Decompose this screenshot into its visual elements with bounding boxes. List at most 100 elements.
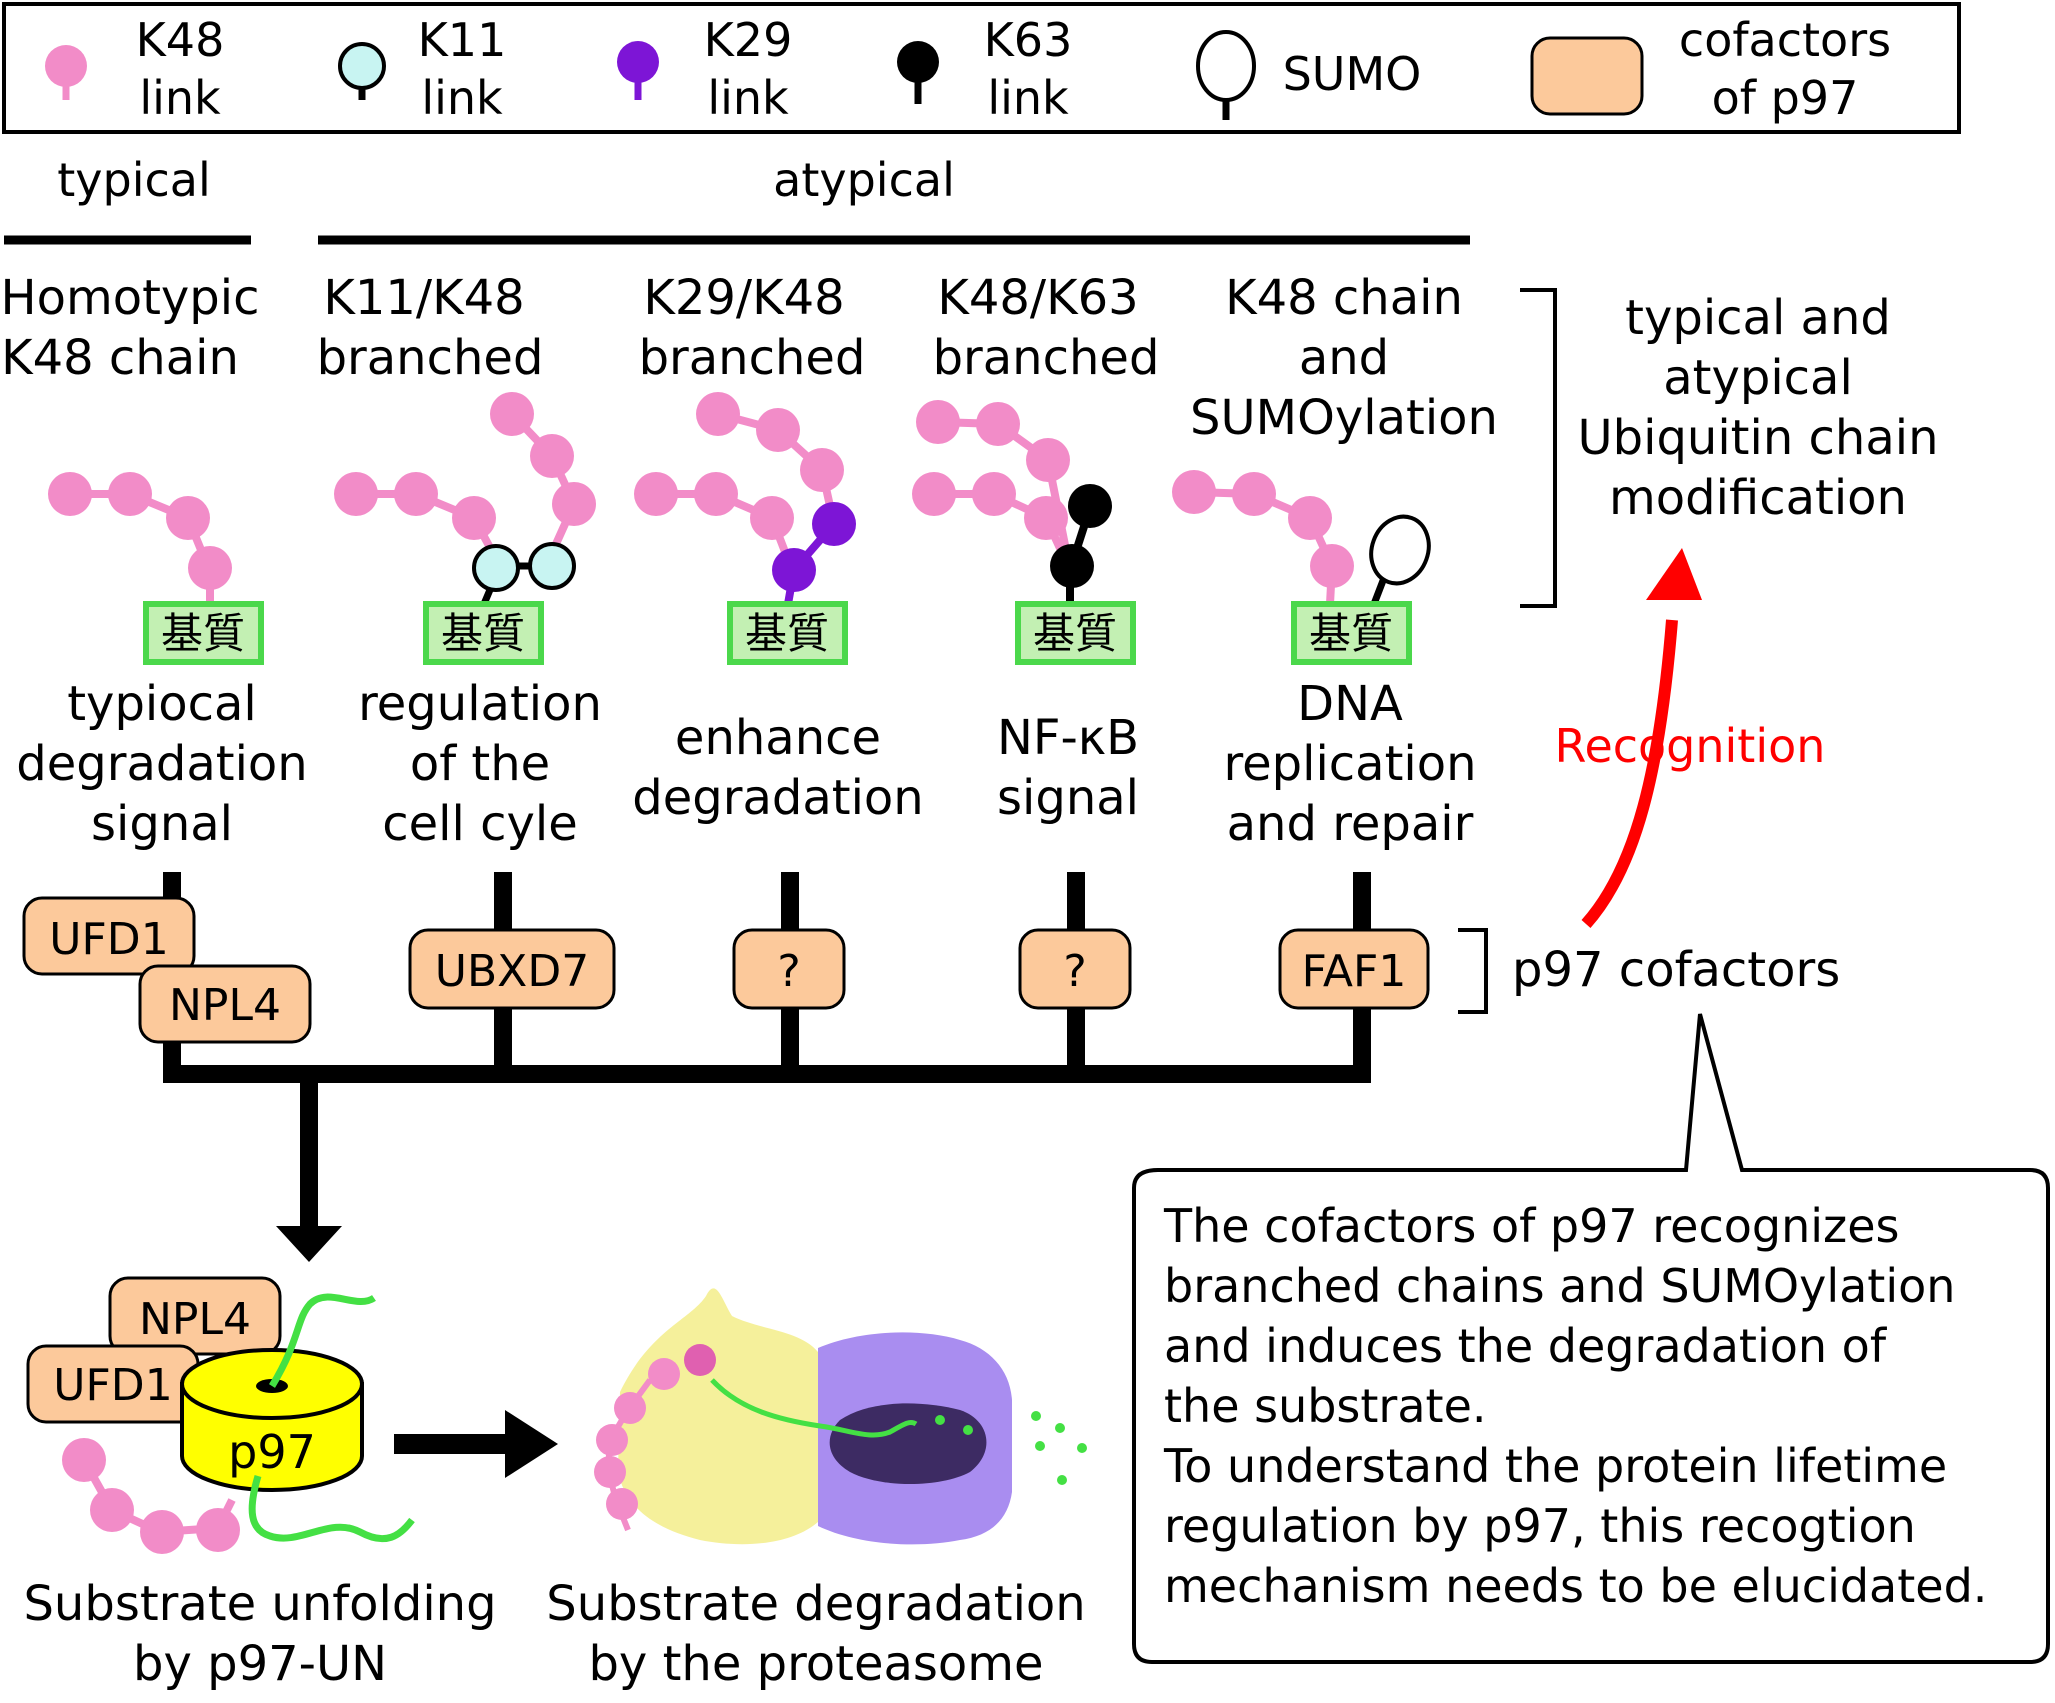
k48-ubiquitin-icon — [696, 392, 740, 436]
cofactor-unknown-label: ? — [1063, 946, 1086, 997]
col5-function-line3: and repair — [1227, 796, 1474, 852]
callout-line2: branched chains and SUMOylation — [1164, 1259, 1955, 1313]
legend-item-k63: K63 link — [897, 13, 1072, 125]
k48-ubiquitin-icon — [756, 408, 800, 452]
degradation-caption-line1: Substrate degradation — [546, 1576, 1085, 1632]
column-headers: Homotypic K48 chain K11/K48 branched K29… — [0, 270, 1497, 446]
legend-k29-line2: link — [707, 71, 789, 125]
chain-k48-sumoylation — [1172, 470, 1431, 606]
substrate-label: 基質 — [1309, 609, 1393, 658]
k63-link-icon — [897, 41, 939, 83]
col1-function-line1: typiocal — [67, 676, 257, 732]
substrate-boxes: 基質 基質 基質 基質 基質 — [143, 601, 1412, 665]
k29-ubiquitin-icon — [812, 502, 856, 546]
legend-item-k11: K11 link — [338, 13, 507, 125]
col2-header-line2: branched — [317, 330, 544, 386]
col5-function-line1: DNA — [1297, 676, 1403, 732]
cofactors-bracket — [1458, 928, 1488, 1014]
recognition-arrow — [1581, 619, 1678, 928]
unfolding-caption-line1: Substrate unfolding — [23, 1576, 496, 1632]
legend-k63-line1: K63 — [984, 13, 1073, 67]
p97-surface — [618, 1288, 818, 1545]
k48-ubiquitin-icon — [976, 402, 1020, 446]
modification-label: typical and atypical Ubiquitin chain mod… — [1578, 290, 1939, 526]
k48-ubiquitin-icon — [452, 496, 496, 540]
proteasome-illustration — [594, 1288, 1087, 1545]
col5-function-line2: replication — [1223, 736, 1476, 792]
col5-header-line1: K48 chain — [1225, 270, 1463, 326]
cofactor-faf1-label: FAF1 — [1302, 946, 1407, 997]
k48-ubiquitin-icon — [634, 472, 678, 516]
legend-cofactors-line2: of p97 — [1712, 71, 1859, 125]
k48-ubiquitin-icon — [614, 1392, 646, 1424]
col4-function-line1: NF-κB — [997, 710, 1139, 766]
callout-bubble — [1132, 1013, 2050, 1664]
legend-item-sumo: SUMO — [1196, 30, 1422, 120]
col1-function-line2: degradation — [16, 736, 307, 792]
k48-link-icon — [45, 45, 87, 87]
group-typical-label: typical — [57, 153, 211, 207]
substrate-box — [727, 601, 848, 665]
chain-homotypic-k48 — [48, 472, 232, 604]
modification-line2: atypical — [1663, 350, 1853, 406]
legend-k11-line1: K11 — [418, 13, 507, 67]
legend-sumo-label: SUMO — [1283, 47, 1422, 101]
k63-ubiquitin-icon — [1050, 544, 1094, 588]
k48-ubiquitin-icon — [490, 392, 534, 436]
k48-ubiquitin-icon — [694, 472, 738, 516]
legend-item-k48: K48 link — [45, 13, 224, 125]
k48-ubiquitin-icon — [166, 496, 210, 540]
k48-ubiquitin-icon — [1024, 496, 1068, 540]
proteasome-channel — [829, 1403, 987, 1484]
k48-ubiquitin-icon — [394, 472, 438, 516]
col1-header-line1: Homotypic — [0, 270, 259, 326]
legend-k63-line2: link — [987, 71, 1069, 125]
k11-link-icon — [338, 42, 386, 90]
k48-ubiquitin-icon — [594, 1456, 626, 1488]
ubiquitin-binding-site — [684, 1344, 716, 1376]
k63-ubiquitin-icon — [1068, 484, 1112, 528]
complex-npl4-label: NPL4 — [139, 1294, 251, 1345]
sumo-icon — [1196, 30, 1256, 102]
legend-item-cofactors: cofactors of p97 — [1530, 13, 1891, 125]
k48-ubiquitin-icon — [552, 482, 596, 526]
k48-ubiquitin-icon — [912, 472, 956, 516]
unfolding-caption-line2: by p97-UN — [133, 1636, 387, 1692]
substrate-label: 基質 — [1033, 609, 1117, 658]
k11-ubiquitin-icon — [472, 544, 520, 592]
substrate-strand — [269, 1293, 376, 1388]
col3-header-line2: branched — [639, 330, 866, 386]
cofactor-box — [138, 964, 312, 1044]
k48-ubiquitin-icon — [48, 472, 92, 516]
complex-ufd1-label: UFD1 — [53, 1360, 172, 1411]
k48-ubiquitin-icon — [334, 472, 378, 516]
legend-item-k29: K29 link — [617, 13, 792, 125]
col3-function-line2: degradation — [632, 770, 923, 826]
sumo-icon — [1369, 514, 1431, 586]
k48-ubiquitin-icon — [196, 1508, 240, 1552]
col2-function-line2: of the — [410, 736, 550, 792]
legend-cofactors-line1: cofactors — [1679, 13, 1891, 67]
col4-header-line2: branched — [933, 330, 1160, 386]
modification-line4: modification — [1609, 470, 1907, 526]
cofactor-box — [1018, 928, 1132, 1010]
callout: The cofactors of p97 recognizes branched… — [1132, 1013, 2050, 1664]
k48-ubiquitin-icon — [1310, 544, 1354, 588]
k48-ubiquitin-icon — [62, 1438, 106, 1482]
col4-function-line2: signal — [997, 770, 1139, 826]
k48-ubiquitin-icon — [972, 472, 1016, 516]
cofactor-ufd1-label: UFD1 — [49, 914, 168, 965]
substrate-label: 基質 — [745, 609, 829, 658]
cofactor-box — [732, 928, 846, 1010]
legend-k48-line1: K48 — [136, 13, 225, 67]
k48-ubiquitin-icon — [90, 1488, 134, 1532]
peptide-fragment — [1031, 1411, 1041, 1421]
k48-ubiquitin-icon — [596, 1424, 628, 1456]
cofactor-ubxd7-label: UBXD7 — [435, 946, 589, 997]
modification-bracket — [1520, 288, 1557, 608]
function-labels: typiocal degradation signal regulation o… — [16, 676, 1476, 852]
cofactor-boxes: UFD1 NPL4 UBXD7 ? ? FAF1 — [22, 896, 1430, 1044]
callout-line4: the substrate. — [1164, 1379, 1487, 1433]
legend-k29-line1: K29 — [704, 13, 793, 67]
k48-ubiquitin-icon — [916, 400, 960, 444]
